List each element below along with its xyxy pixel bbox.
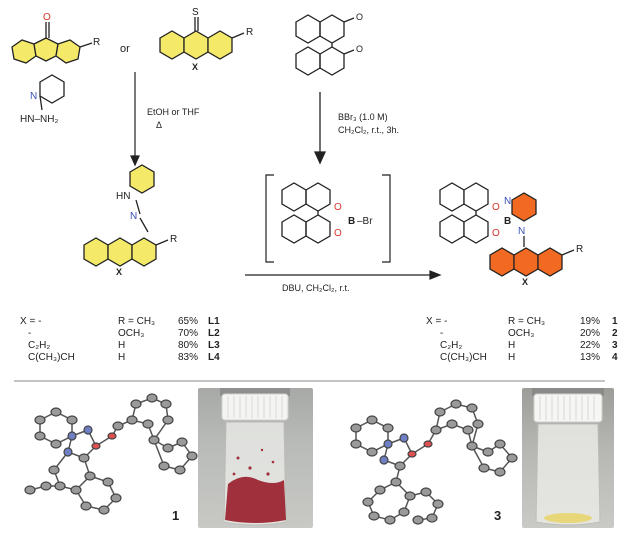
thione-sulfur-label: S <box>192 7 199 18</box>
product-o1: O <box>492 202 500 213</box>
product-row-x: C₂H₂ <box>440 340 462 351</box>
ligand-r-label: R <box>170 234 177 245</box>
product-row-label: 3 <box>612 340 618 351</box>
ligand-structure <box>83 164 169 267</box>
ligand-row-x: X = - <box>20 316 41 327</box>
product-x-label: X <box>522 277 528 287</box>
arrow-step1 <box>130 72 140 167</box>
ligand-row-label: L3 <box>208 340 220 351</box>
product-row-label: 1 <box>612 316 618 327</box>
thione-structure <box>159 17 245 60</box>
intermediate-b: B <box>348 216 355 227</box>
crystal-structure-3 <box>350 399 518 525</box>
methoxy-1-label: O <box>356 12 363 22</box>
ligand-row-r: H <box>118 340 125 351</box>
ligand-row-yield: 65% <box>178 316 198 327</box>
product-row-label: 4 <box>612 352 618 363</box>
product-structure <box>439 182 575 277</box>
hydrazinopyridine-structure <box>39 74 65 111</box>
ligand-row-x: C₂H₂ <box>28 340 50 351</box>
product-row-yield: 20% <box>580 328 600 339</box>
intermediate-o2: O <box>334 228 342 239</box>
intermediate-o1: O <box>334 202 342 213</box>
pyridine-n-label: N <box>30 91 37 102</box>
ligand-row-label: L1 <box>208 316 220 327</box>
product-b: B <box>504 216 511 227</box>
fluorenone-structure <box>11 22 93 64</box>
product-yield-table: X = - R = CH₃ 19% 1 - OCH₃ 20% 2 C₂H₂ H … <box>426 316 618 363</box>
product-r-label: R <box>576 244 583 255</box>
ligand-n-label: N <box>130 211 137 222</box>
ketone-oxygen-label: O <box>43 12 51 23</box>
product-row-r: H <box>508 352 515 363</box>
ligand-row-label: L4 <box>208 352 220 363</box>
step2-reagent-b: CH₂Cl₂, r.t., 3h. <box>338 125 399 135</box>
vial-photo-yellow <box>522 388 614 528</box>
intermediate-br: –Br <box>357 216 373 227</box>
intermediate-bracket <box>265 174 391 263</box>
ligand-row-x: C(CH₃)CH <box>28 352 75 363</box>
bromoboronate-structure <box>281 182 331 244</box>
ligand-row-yield: 70% <box>178 328 198 339</box>
or-label: or <box>120 43 130 55</box>
ligand-hn-label: HN <box>116 191 130 202</box>
vial-red <box>220 388 290 526</box>
arrow-step3 <box>245 270 442 280</box>
arrow-step2 <box>313 92 327 165</box>
ligand-row-yield: 80% <box>178 340 198 351</box>
step2-reagent-a: BBr₃ (1.0 M) <box>338 112 388 122</box>
vial-yellow <box>532 388 604 526</box>
fluorenone-r-label: R <box>93 37 100 48</box>
product-n1: N <box>504 196 511 207</box>
crystal-label-1: 1 <box>172 508 179 523</box>
product-row-yield: 22% <box>580 340 600 351</box>
hydrazine-label: HN–NH₂ <box>20 114 58 125</box>
product-row-yield: 13% <box>580 352 600 363</box>
thione-r-label: R <box>246 27 253 38</box>
product-row-x: C(CH₃)CH <box>440 352 487 363</box>
step1-reagent: EtOH or THF <box>147 107 200 117</box>
ligand-row-r: OCH₃ <box>118 328 144 339</box>
dimethoxy-binaphthyl-structure <box>295 14 355 76</box>
ligand-row-r: H <box>118 352 125 363</box>
methoxy-2-label: O <box>356 44 363 54</box>
product-row-yield: 19% <box>580 316 600 327</box>
crystal-structure-1 <box>24 393 198 515</box>
product-row-x: X = - <box>426 316 447 327</box>
ligand-row-x: - <box>28 328 31 339</box>
ligand-x-label: X <box>116 267 122 277</box>
ligand-yield-table: X = - R = CH₃ 65% L1 - OCH₃ 70% L2 C₂H₂ … <box>20 316 220 363</box>
product-row-r: R = CH₃ <box>508 316 545 327</box>
step3-reagent: DBU, CH₂Cl₂, r.t. <box>282 283 350 293</box>
step1-heat: Δ <box>156 120 162 130</box>
ligand-row-r: R = CH₃ <box>118 316 155 327</box>
crystal-label-3: 3 <box>494 508 501 523</box>
ligand-row-yield: 83% <box>178 352 198 363</box>
ligand-row-label: L2 <box>208 328 220 339</box>
product-n2: N <box>518 226 525 237</box>
product-row-r: OCH₃ <box>508 328 534 339</box>
product-row-r: H <box>508 340 515 351</box>
product-o2: O <box>492 228 500 239</box>
vial-photo-red <box>198 388 313 528</box>
thione-x-label: X <box>192 62 198 72</box>
product-row-label: 2 <box>612 328 618 339</box>
product-row-x: - <box>440 328 443 339</box>
